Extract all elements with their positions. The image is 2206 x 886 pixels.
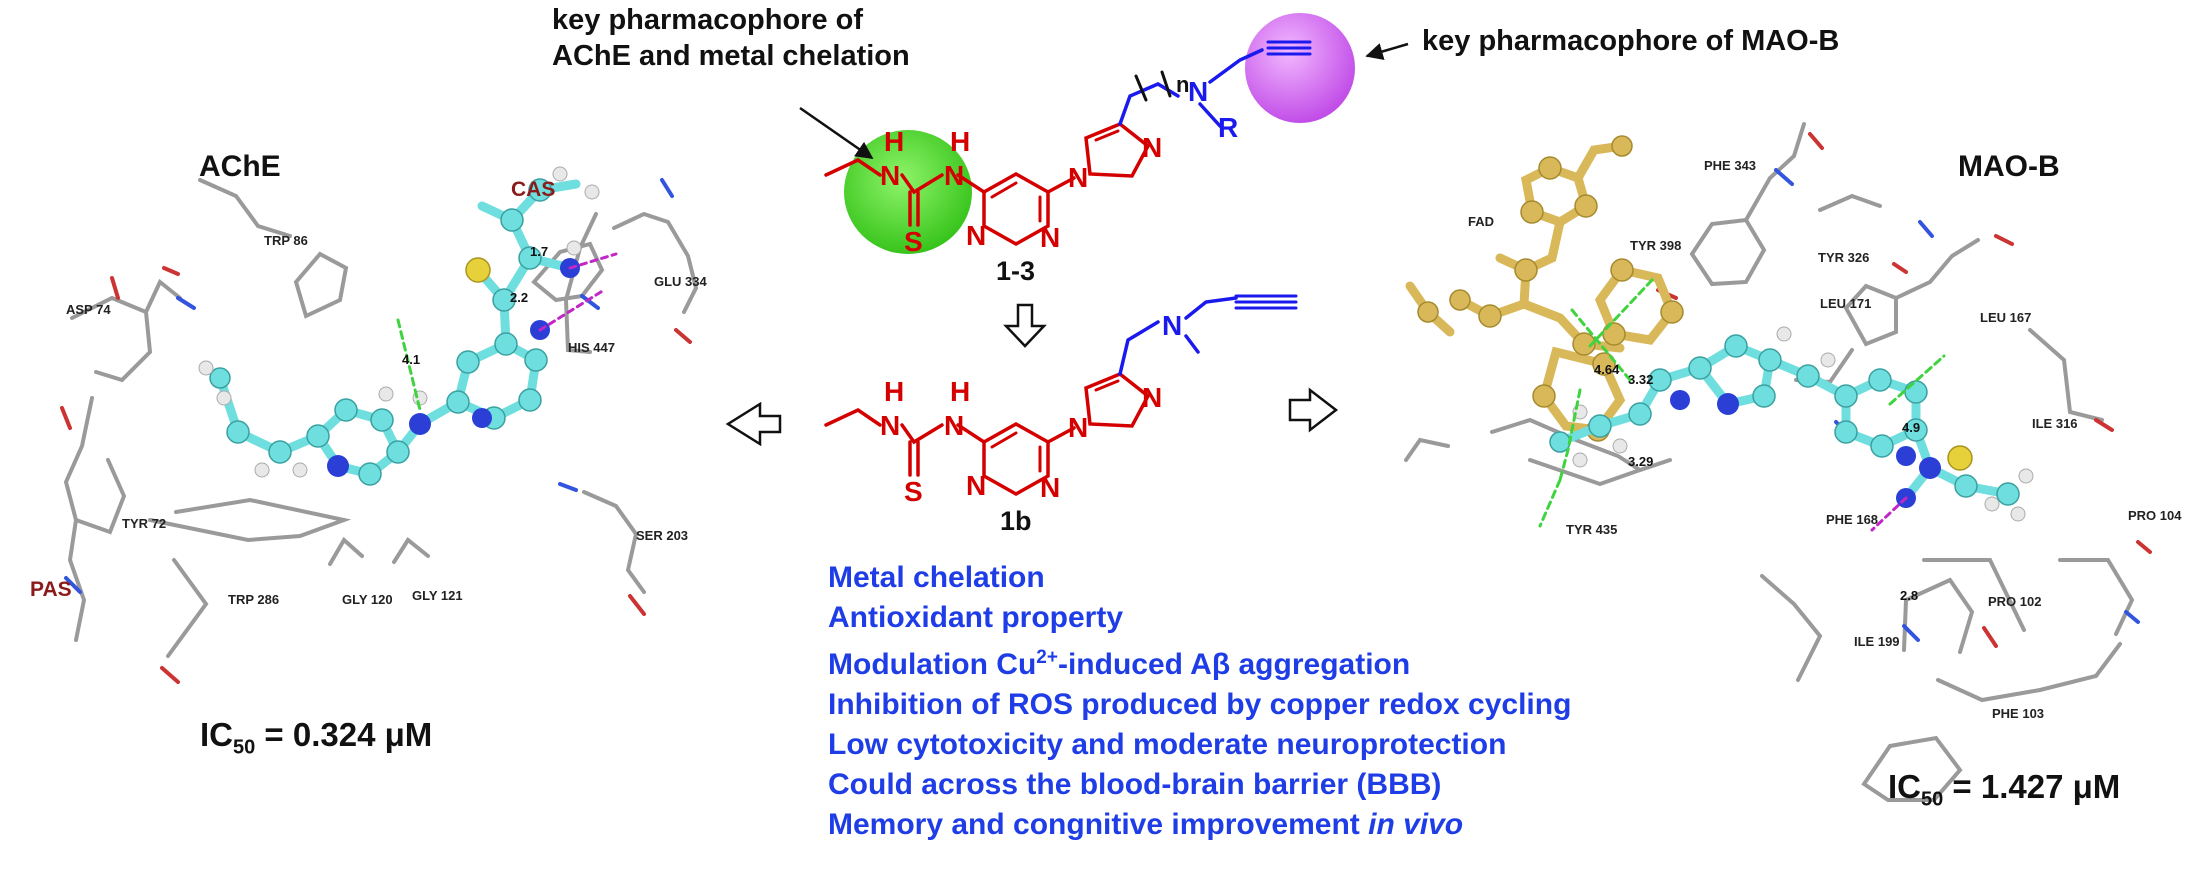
- ache-residue-2: GLU 334: [654, 274, 707, 289]
- atom-n-index: n: [1176, 72, 1190, 97]
- atom-n-8: N: [880, 410, 901, 441]
- property-ros-inhibition: Inhibition of ROS produced by copper red…: [828, 688, 1572, 721]
- atom-n-12: N: [1068, 412, 1089, 443]
- atom-s-1: S: [904, 226, 923, 257]
- ache-residue-5: TYR 72: [122, 516, 167, 531]
- property-list: Metal chelation Antioxidant property Mod…: [828, 558, 1571, 845]
- compound-lead-label: 1b: [1000, 506, 1032, 536]
- atom-h-1: H: [884, 126, 905, 157]
- ache-binding-model: [60, 166, 699, 684]
- ache-ic50: IC50 = 0.324 μM: [200, 716, 433, 759]
- ache-site-pas: PAS: [30, 578, 72, 601]
- ache-site-cas: CAS: [511, 178, 556, 201]
- ache-residue-6: SER 203: [636, 528, 689, 543]
- maob-pharmacophore-bubble: [1245, 13, 1355, 123]
- atom-h-2: H: [950, 126, 971, 157]
- ache-residue-3: ASP 74: [66, 302, 111, 317]
- atom-n-14: N: [1162, 310, 1183, 341]
- ache-title: AChE: [199, 150, 281, 183]
- maob-distance-1: 4.64: [1594, 362, 1620, 377]
- maob-residue-12: ILE 199: [1854, 634, 1900, 649]
- ache-distance-1: 1.7: [530, 244, 549, 259]
- atom-h-3: H: [884, 376, 905, 407]
- maob-residue-1: PHE 343: [1704, 158, 1757, 173]
- atom-n-11: N: [1040, 472, 1061, 503]
- atom-h-4: H: [950, 376, 971, 407]
- property-memory-improvement: Memory and congnitive improvement in viv…: [828, 808, 1464, 841]
- chelation-annotation-arrow: [799, 106, 874, 160]
- atom-r: R: [1218, 112, 1239, 143]
- atom-n-10: N: [966, 470, 987, 501]
- structure-1b: [824, 294, 1298, 497]
- ache-pharmacophore-label-line2: AChE and metal chelation: [552, 40, 910, 72]
- maob-distance-5: 2.8: [1900, 588, 1919, 603]
- atom-n-13: N: [1142, 382, 1163, 413]
- atom-n-5: N: [1068, 162, 1089, 193]
- ache-residue-4: HIS 447: [568, 340, 615, 355]
- maob-residue-5: LEU 171: [1820, 296, 1872, 311]
- ache-pharmacophore-label-line1: key pharmacophore of: [552, 4, 864, 36]
- maob-annotation-arrow: [1365, 42, 1409, 60]
- atom-n-6: N: [1142, 132, 1163, 163]
- maob-residue-8: TYR 435: [1566, 522, 1618, 537]
- atom-n-3: N: [966, 220, 987, 251]
- structure-1-3: [824, 40, 1312, 247]
- maob-residue-3: TYR 398: [1630, 238, 1682, 253]
- maob-residue-13: PHE 103: [1992, 706, 2045, 721]
- maob-residue-11: PRO 102: [1988, 594, 2042, 609]
- atom-n-1: N: [880, 160, 901, 191]
- left-arrow: [725, 401, 782, 447]
- atom-n-2: N: [944, 160, 965, 191]
- compound-series-label: 1-3: [996, 256, 1036, 286]
- atom-s-2: S: [904, 476, 923, 507]
- property-antioxidant: Antioxidant property: [828, 601, 1124, 634]
- maob-title: MAO-B: [1958, 150, 2060, 183]
- maob-distance-3: 4.9: [1902, 420, 1921, 435]
- maob-residue-4: TYR 326: [1818, 250, 1870, 265]
- right-arrow: [1288, 387, 1339, 433]
- property-metal-chelation: Metal chelation: [828, 561, 1045, 594]
- ache-residue-9: GLY 121: [412, 588, 463, 603]
- down-arrow: [1003, 303, 1047, 348]
- maob-ic50: IC50 = 1.427 μM: [1888, 768, 2121, 811]
- ache-distance-2: 2.2: [510, 290, 529, 305]
- ache-distance-3: 4.1: [402, 352, 421, 367]
- atom-n-7: N: [1188, 76, 1209, 107]
- ache-residue-8: GLY 120: [342, 592, 393, 607]
- atom-n-4: N: [1040, 222, 1061, 253]
- ache-residue-1: TRP 86: [264, 233, 308, 248]
- maob-residue-10: PRO 104: [2128, 508, 2182, 523]
- maob-residue-6: LEU 167: [1980, 310, 2032, 325]
- property-cytotoxicity: Low cytotoxicity and moderate neuroprote…: [828, 728, 1507, 761]
- maob-residue-9: PHE 168: [1826, 512, 1879, 527]
- maob-binding-model: [1404, 122, 2152, 802]
- property-bbb: Could across the blood-brain barrier (BB…: [828, 768, 1442, 801]
- property-abeta-modulation: Modulation Cu2+-induced Aβ aggregation: [828, 647, 1411, 681]
- maob-distance-4: 3.29: [1628, 454, 1654, 469]
- chelation-pharmacophore-bubble: [844, 130, 972, 254]
- maob-distance-2: 3.32: [1628, 372, 1654, 387]
- maob-pharmacophore-label: key pharmacophore of MAO-B: [1422, 25, 1840, 57]
- maob-residue-7: ILE 316: [2032, 416, 2078, 431]
- atom-n-9: N: [944, 410, 965, 441]
- maob-residue-2: FAD: [1468, 214, 1494, 229]
- ache-residue-7: TRP 286: [228, 592, 280, 607]
